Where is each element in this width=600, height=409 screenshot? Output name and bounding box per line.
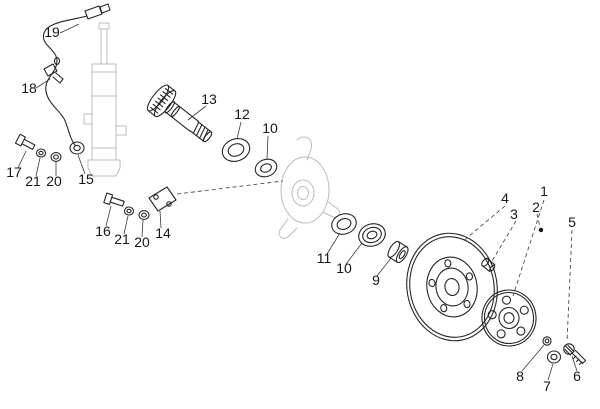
callout-1: 1 bbox=[540, 183, 548, 199]
washer-21-upper bbox=[35, 148, 47, 158]
sensor-bracket-14 bbox=[148, 186, 177, 212]
washer-7 bbox=[546, 350, 562, 364]
leader-lines-solid bbox=[17, 23, 578, 381]
callout-11: 11 bbox=[317, 250, 332, 266]
leader-lines-dashed bbox=[176, 180, 573, 343]
steering-knuckle-ghost bbox=[278, 136, 341, 239]
bearing-10-lower bbox=[358, 223, 386, 247]
callout-20-upper: 20 bbox=[46, 173, 62, 189]
seal-11 bbox=[331, 213, 357, 235]
callout-2: 2 bbox=[532, 199, 540, 215]
screw-6 bbox=[563, 343, 587, 366]
callout-8: 8 bbox=[516, 368, 524, 384]
callout-7: 7 bbox=[543, 378, 551, 394]
washer-21-lower bbox=[123, 206, 135, 216]
sensor-screw-18 bbox=[43, 63, 64, 84]
callout-19: 19 bbox=[44, 24, 60, 40]
washer-8 bbox=[542, 336, 552, 346]
callout-4: 4 bbox=[501, 190, 509, 206]
callout-21-upper: 21 bbox=[25, 173, 41, 189]
callout-20-lower: 20 bbox=[134, 234, 150, 250]
callout-labels: 19 18 17 21 20 15 13 12 10 16 21 20 14 1… bbox=[6, 24, 581, 394]
callout-10-hub: 10 bbox=[336, 260, 352, 276]
callout-5: 5 bbox=[568, 214, 576, 230]
spacer-9 bbox=[387, 240, 409, 264]
disc-screw-3 bbox=[481, 257, 496, 272]
brake-disc-4 bbox=[406, 232, 498, 342]
cable-guide-15 bbox=[69, 141, 85, 155]
bolt-17 bbox=[14, 133, 36, 150]
callout-12: 12 bbox=[234, 106, 250, 122]
callout-6: 6 bbox=[573, 368, 581, 384]
washer-20-lower bbox=[138, 210, 150, 220]
wheel-stud-2 bbox=[538, 227, 544, 233]
bearing-10-upper bbox=[254, 158, 278, 178]
bearing-ring-12 bbox=[221, 138, 251, 162]
callout-21-lower: 21 bbox=[114, 231, 130, 247]
callout-17: 17 bbox=[6, 164, 22, 180]
callout-14: 14 bbox=[155, 225, 171, 241]
wheel-hub-flange-1 bbox=[481, 289, 537, 347]
callout-18: 18 bbox=[21, 80, 37, 96]
callout-15: 15 bbox=[78, 171, 94, 187]
front-fork-ghost bbox=[83, 22, 127, 177]
callout-3: 3 bbox=[510, 206, 518, 222]
washer-20-upper bbox=[50, 152, 62, 162]
callout-10-shaft: 10 bbox=[262, 120, 278, 136]
speed-sensor-cable bbox=[42, 3, 111, 146]
drive-shaft-13 bbox=[146, 84, 213, 143]
callout-9: 9 bbox=[372, 272, 380, 288]
callout-16: 16 bbox=[95, 223, 111, 239]
callout-13: 13 bbox=[201, 91, 217, 107]
bolt-16 bbox=[103, 192, 125, 207]
